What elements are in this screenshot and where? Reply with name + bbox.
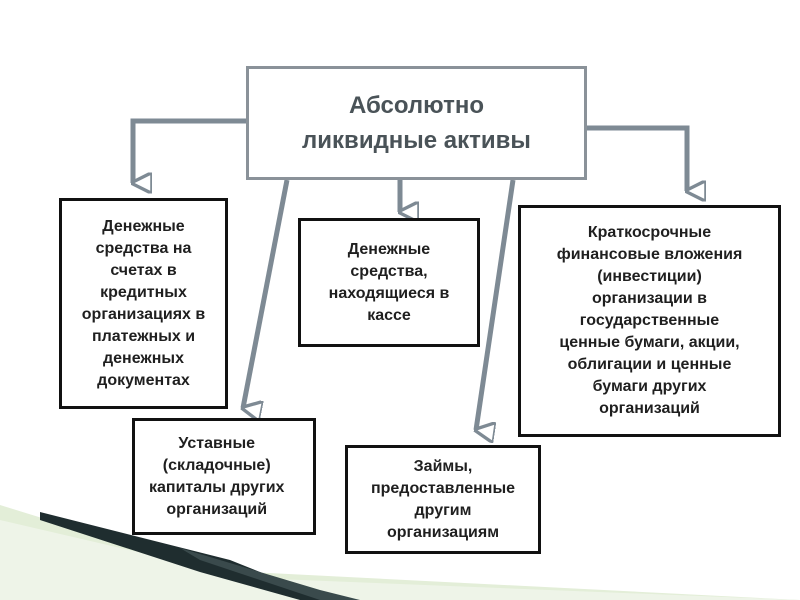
node-label: Краткосрочные финансовые вложения (инвес… <box>556 224 743 417</box>
node-bank-accounts: Денежные средства на счетах в кредитных … <box>59 198 228 409</box>
node-authorized-capital: Уставные (складочные) капиталы других ор… <box>132 418 316 535</box>
node-label: Денежные средства, находящиеся в кассе <box>328 240 450 324</box>
connector-arrow-b5 <box>476 179 516 430</box>
root-node: Абсолютно ликвидные активы <box>246 66 587 180</box>
node-cash-on-hand: Денежные средства, находящиеся в кассе <box>298 218 480 347</box>
node-label: Денежные средства на счетах в кредитных … <box>81 217 206 389</box>
connector-arrow-b1 <box>130 118 246 183</box>
node-label: Уставные (складочные) капиталы других ор… <box>149 434 285 518</box>
node-loans-provided: Займы, предоставленные другим организаци… <box>345 445 541 554</box>
node-short-term-investments: Краткосрочные финансовые вложения (инвес… <box>518 205 781 437</box>
connector-arrow-b3 <box>587 125 687 191</box>
node-label: Займы, предоставленные другим организаци… <box>370 457 516 541</box>
root-node-label: Абсолютно ликвидные активы <box>302 92 531 154</box>
connector-arrow-b4 <box>243 179 290 408</box>
